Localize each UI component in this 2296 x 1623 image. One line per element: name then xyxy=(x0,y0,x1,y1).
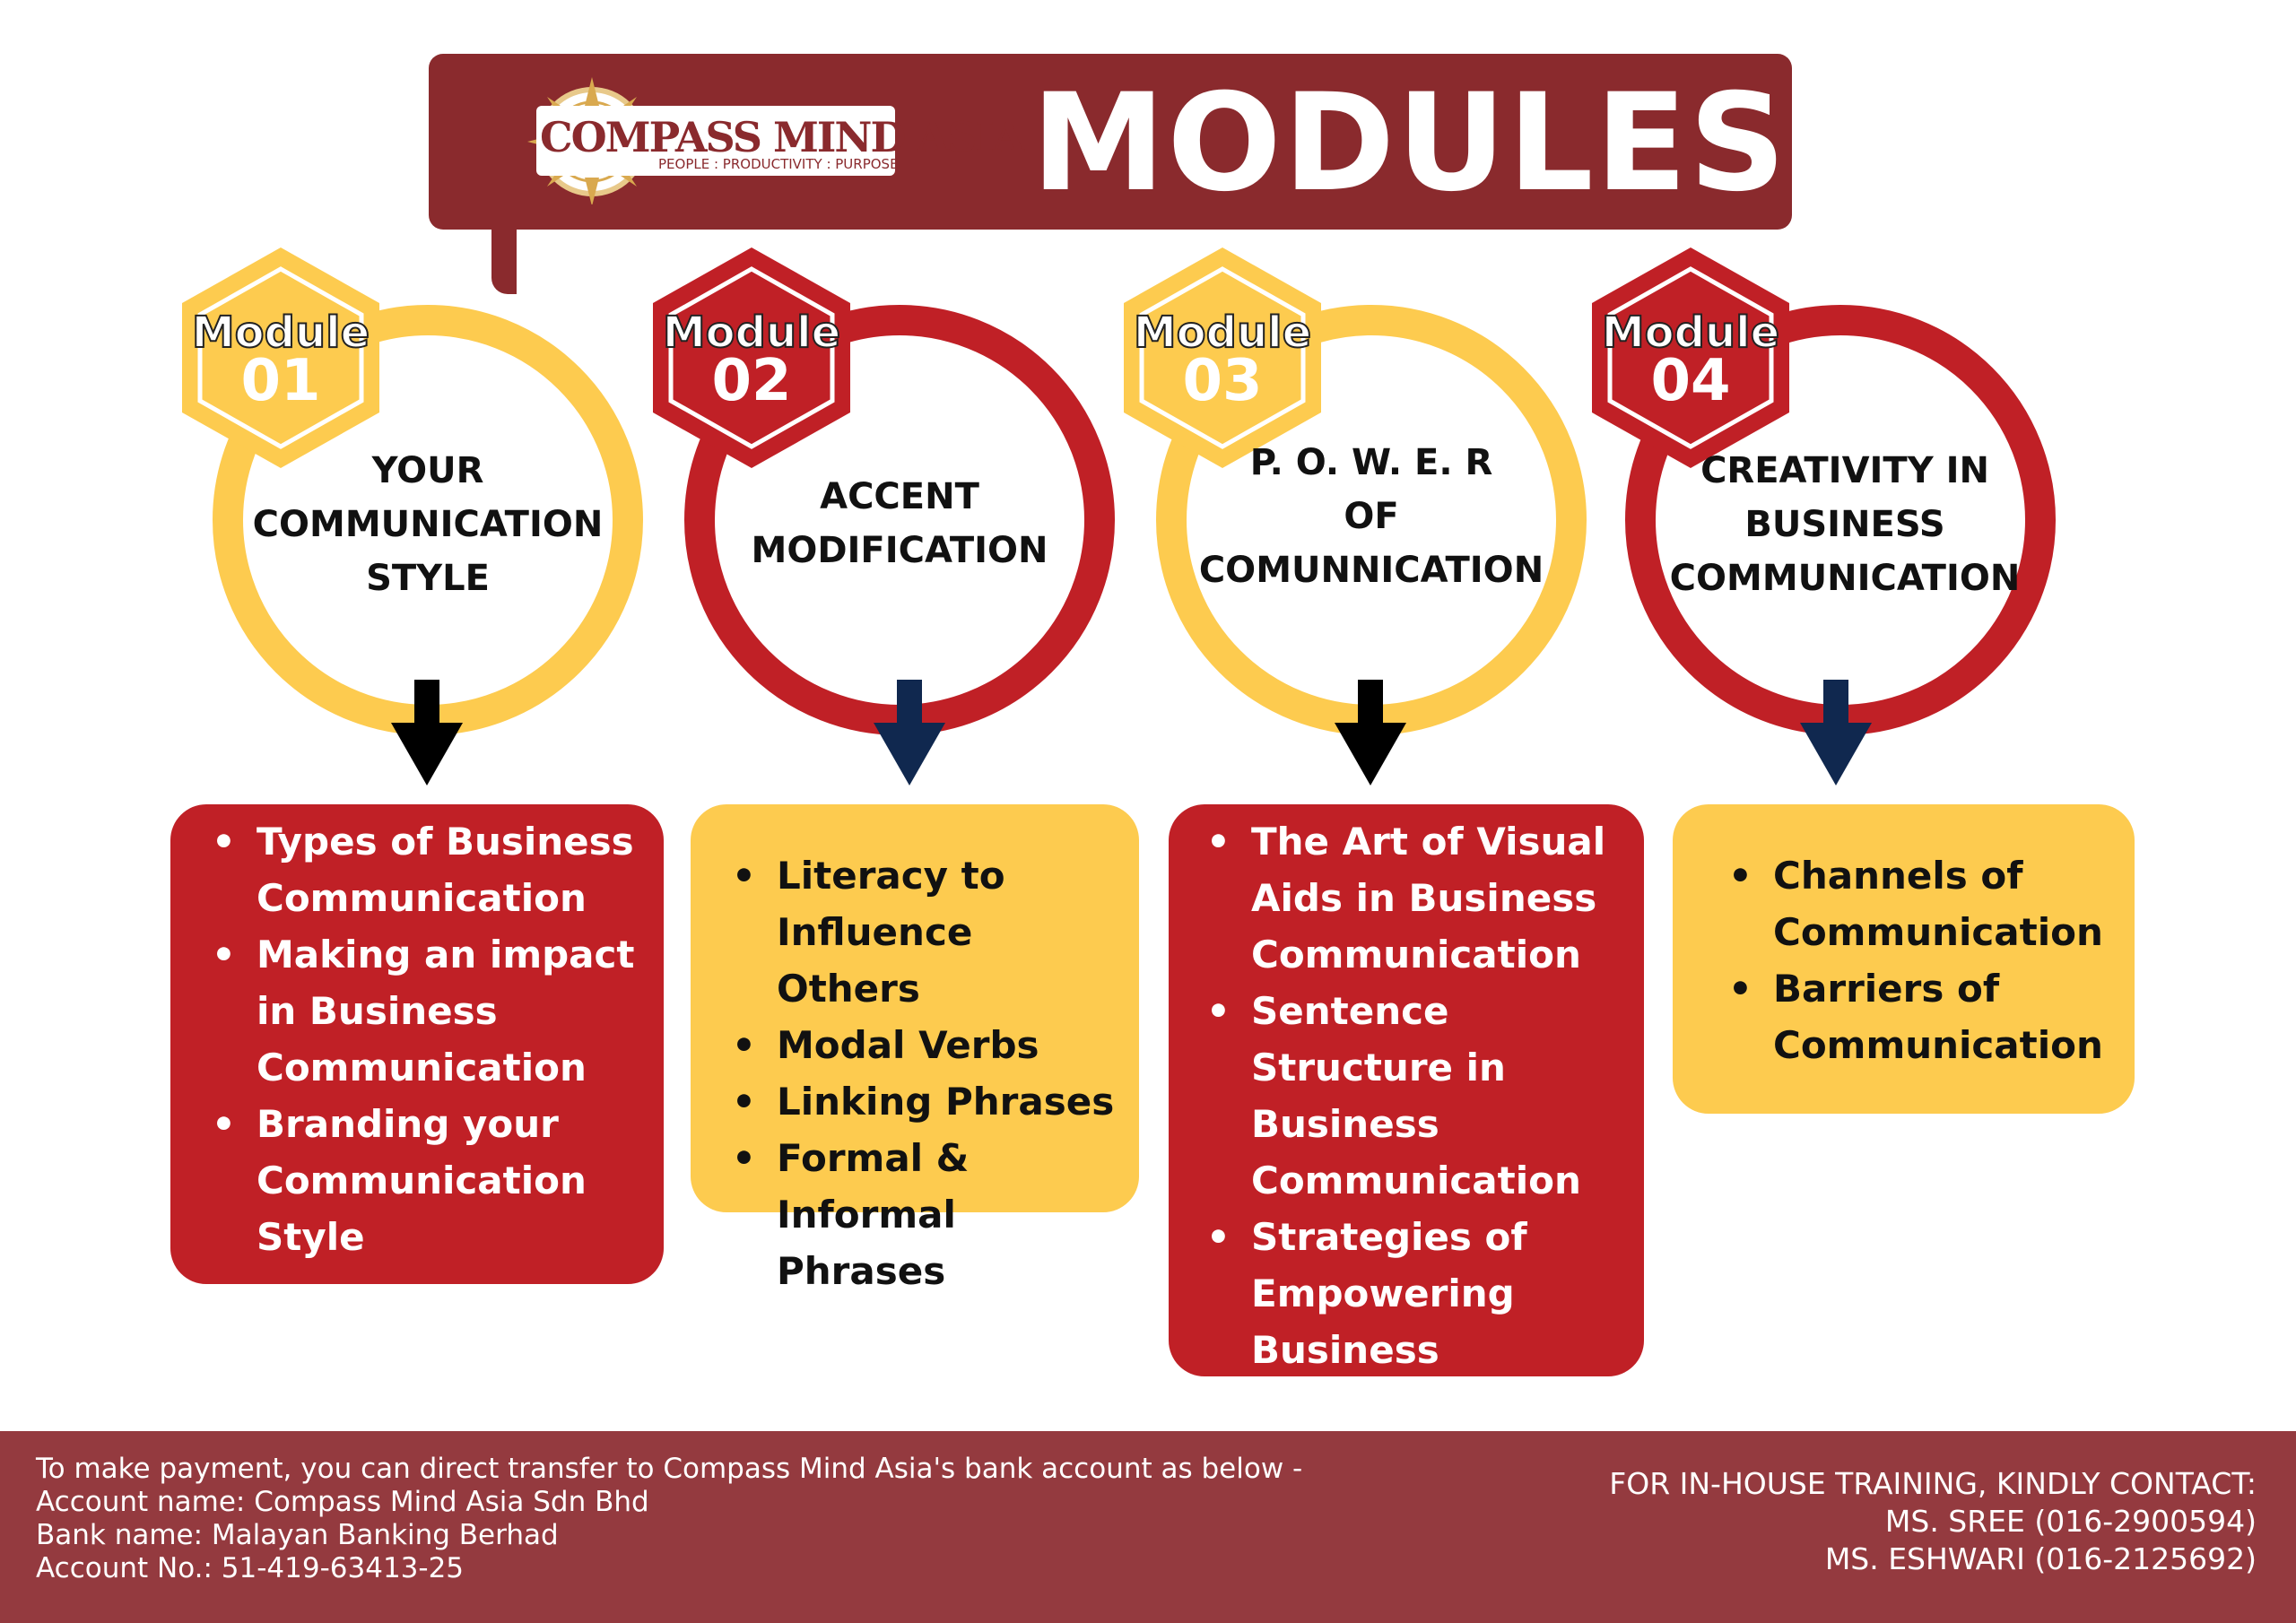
payment-line: To make payment, you can direct transfer… xyxy=(36,1453,1303,1485)
payment-line: Bank name: Malayan Banking Berhad xyxy=(36,1519,559,1551)
module-02-label: Module xyxy=(662,308,841,358)
page-title: MODULES xyxy=(1031,65,1788,221)
contact-line: MS. SREE (016-2900594) xyxy=(1884,1504,2257,1539)
module-02-topic: Modal Verbs xyxy=(732,1017,1126,1073)
footer-bar xyxy=(0,1431,2296,1623)
module-03-number: 03 xyxy=(1182,348,1263,414)
brand-box xyxy=(536,106,895,176)
module-02-topic: Formal & Informal Phrases xyxy=(732,1130,1126,1299)
contact-line: FOR IN-HOUSE TRAINING, KINDLY CONTACT: xyxy=(1609,1466,2257,1501)
module-01-topics: Types of Business Communication Making a… xyxy=(170,804,664,1284)
module-02-number: 02 xyxy=(711,348,792,414)
module-04-title: CREATIVITY IN BUSINESS COMMUNICATION xyxy=(1669,450,2021,599)
module-03-title: P. O. W. E. R OF COMUNNICATION xyxy=(1198,442,1544,591)
brand-tagline: PEOPLE : PRODUCTIVITY : PURPOSE xyxy=(658,156,899,172)
module-03-arrow-icon xyxy=(1335,680,1406,785)
payment-line: Account No.: 51-419-63413-25 xyxy=(36,1552,465,1584)
module-01-hexagon xyxy=(182,247,379,468)
banner-tail xyxy=(491,224,517,294)
payment-line: Account name: Compass Mind Asia Sdn Bhd xyxy=(36,1486,649,1518)
module-02-topic: Linking Phrases xyxy=(732,1073,1126,1130)
module-04-topics: Channels of Communication Barriers of Co… xyxy=(1673,804,2135,1114)
module-02-arrow-icon xyxy=(874,680,945,785)
module-04-arrow-icon xyxy=(1800,680,1872,785)
module-02-topics: Literacy to Influence Others Modal Verbs… xyxy=(691,804,1139,1293)
brand-name: COMPASS MIND ASIA xyxy=(540,113,1024,161)
module-03-topic: Strategies of Empowering Business Commun… xyxy=(1206,1209,1610,1435)
module-01-label: Module xyxy=(191,308,370,358)
module-02-topic: Literacy to Influence Others xyxy=(732,847,1126,1017)
module-03-topics: The Art of Visual Aids in Business Commu… xyxy=(1169,804,1644,1428)
module-01-number: 01 xyxy=(240,348,321,414)
contact-info: FOR IN-HOUSE TRAINING, KINDLY CONTACT: M… xyxy=(1609,1465,2257,1578)
module-03-label: Module xyxy=(1133,308,1312,358)
module-03-topic: Sentence Structure in Business Communica… xyxy=(1206,983,1628,1209)
module-02-title: ACCENT MODIFICATION xyxy=(751,476,1048,571)
module-04-number: 04 xyxy=(1650,348,1731,414)
module-04-topic: Barriers of Communication xyxy=(1728,960,2114,1073)
contact-line: MS. ESHWARI (016-2125692) xyxy=(1824,1541,2257,1576)
module-02-hexagon xyxy=(653,247,850,468)
module-04-topic: Channels of Communication xyxy=(1728,847,2114,960)
module-01-topic: Making an impact in Business Communicati… xyxy=(212,926,651,1096)
payment-info: To make payment, you can direct transfer… xyxy=(36,1453,1302,1585)
module-04-hexagon xyxy=(1592,247,1789,468)
module-03-hexagon xyxy=(1124,247,1321,468)
module-04-label: Module xyxy=(1601,308,1780,358)
module-01-title: YOUR COMMUNICATION STYLE xyxy=(252,450,604,599)
module-01-arrow-icon xyxy=(391,680,463,785)
module-03-topic: The Art of Visual Aids in Business Commu… xyxy=(1206,813,1619,983)
module-01-topic: Types of Business Communication xyxy=(212,813,642,926)
module-01-topic: Branding your Communication Style xyxy=(212,1096,633,1265)
